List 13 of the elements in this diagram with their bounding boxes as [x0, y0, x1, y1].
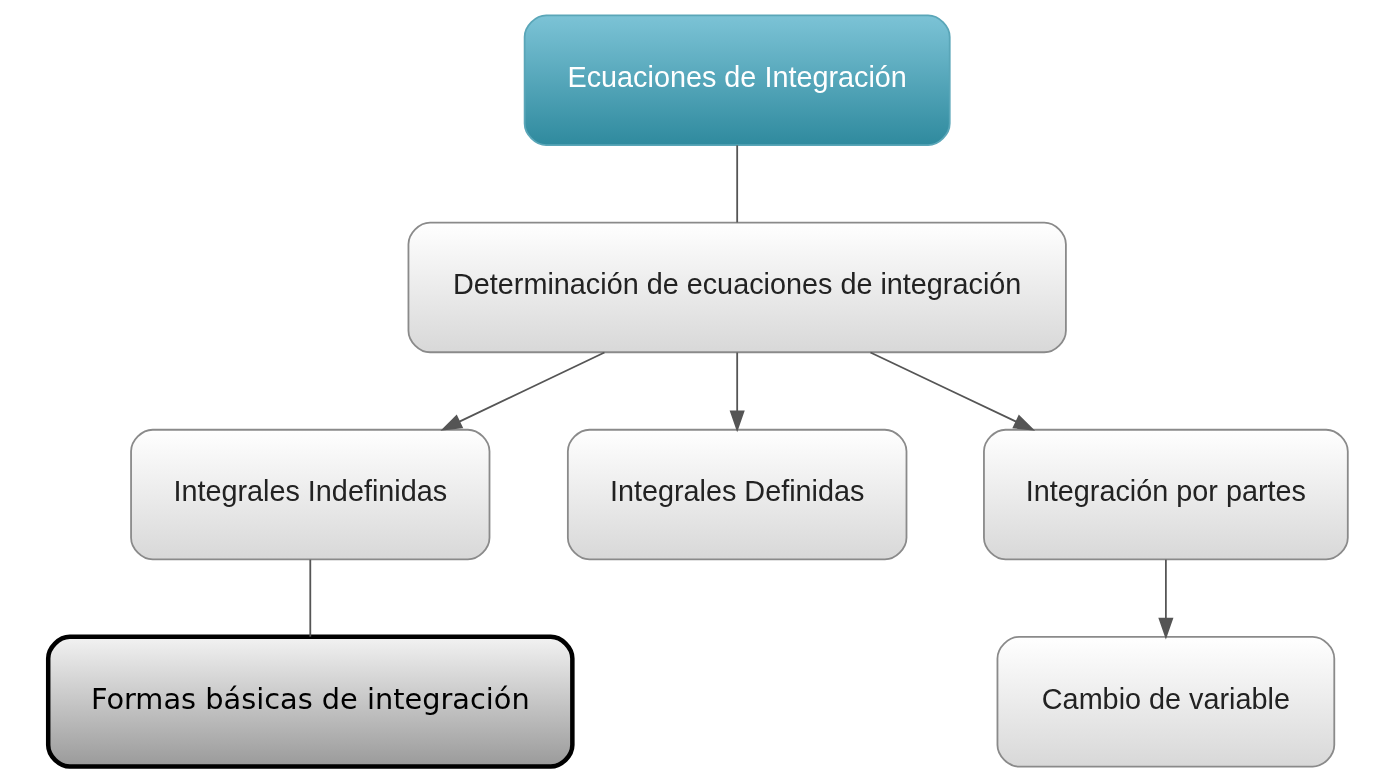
connector	[308, 558, 311, 638]
arrow	[1157, 558, 1173, 640]
node-box: Ecuaciones de Integración	[523, 14, 951, 147]
connector	[735, 144, 738, 224]
arrow	[439, 351, 605, 431]
node-box: Formas básicas de integración	[45, 634, 575, 769]
node-box: Determinación de ecuaciones de integración	[407, 221, 1067, 354]
node-box: Cambio de variable	[996, 635, 1335, 768]
node-box: Integración por partes	[982, 428, 1349, 561]
arrow	[869, 351, 1035, 431]
node-box: Integrales Definidas	[566, 428, 907, 561]
node-box: Integrales Indefinidas	[129, 428, 490, 561]
arrow	[729, 351, 745, 433]
